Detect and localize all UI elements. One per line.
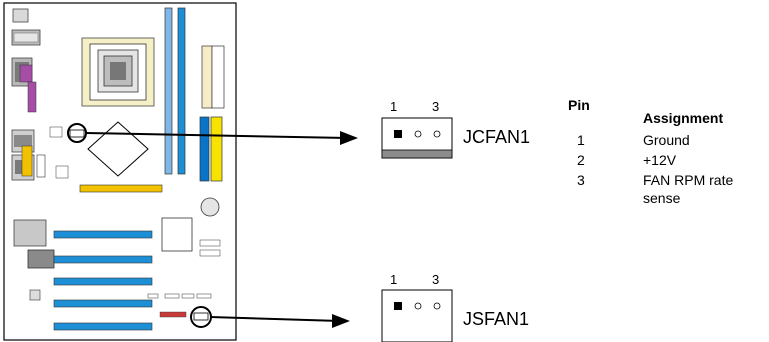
pin-column-header: Pin xyxy=(568,97,590,113)
ide-connector-blue xyxy=(199,116,210,182)
jsfan1-pin-3 xyxy=(433,302,441,310)
jsfan1-pin-2 xyxy=(414,302,422,310)
assignment-cell-3-cont: sense xyxy=(643,190,681,206)
assignment-cell-1: Ground xyxy=(643,132,690,148)
pin-cell-3: 3 xyxy=(577,172,585,188)
pci-slot-1 xyxy=(53,230,153,239)
jsfan1-arrowhead xyxy=(332,314,350,328)
jcfan1-label: JCFAN1 xyxy=(463,127,531,147)
jcfan1-pin-first-label: 1 xyxy=(390,99,398,114)
jsfan1-connector xyxy=(381,289,453,342)
jcfan1-pin-last-label: 3 xyxy=(432,99,440,114)
jcfan1-pin-1 xyxy=(394,130,402,138)
pci-slot-3 xyxy=(53,277,153,286)
jsfan1-pin-last-label: 3 xyxy=(432,272,440,287)
pci-slot-4 xyxy=(53,299,153,308)
jcfan1-arrow xyxy=(85,132,349,139)
jcfan1-connector xyxy=(381,117,453,159)
jcfan1-arrowhead xyxy=(340,131,358,145)
assignment-column-header: Assignment xyxy=(643,110,724,126)
jsfan1-pin-1 xyxy=(394,302,402,310)
jsfan1-label: JSFAN1 xyxy=(463,309,530,329)
pci-slot-2 xyxy=(53,255,153,264)
jcfan1-location xyxy=(69,129,85,138)
pin-cell-1: 1 xyxy=(577,132,585,148)
pci-slot-5 xyxy=(53,322,153,331)
southbridge-chip xyxy=(161,217,193,252)
dimm-slot-1 xyxy=(164,7,173,175)
jsfan1-arrow xyxy=(209,316,341,322)
northbridge-chip xyxy=(87,121,149,177)
assignment-cell-2: +12V xyxy=(643,152,677,168)
jsfan1-location xyxy=(193,312,209,321)
jcfan1-pin-2 xyxy=(414,130,422,138)
ide-connector-yellow xyxy=(210,116,223,182)
agp-slot xyxy=(79,184,163,193)
atx-power-connector xyxy=(201,45,225,109)
pin-cell-2: 2 xyxy=(577,152,585,168)
front-panel-header xyxy=(159,311,187,318)
jsfan1-pin-first-label: 1 xyxy=(390,272,398,287)
assignment-cell-3: FAN RPM rate xyxy=(643,172,734,188)
rear-io-panel xyxy=(11,8,55,269)
small-connector xyxy=(29,289,41,301)
cpu-socket xyxy=(81,37,155,107)
misc-headers xyxy=(49,126,221,299)
dimm-slot-2 xyxy=(177,7,186,175)
battery xyxy=(200,197,220,217)
jcfan1-pin-3 xyxy=(433,130,441,138)
